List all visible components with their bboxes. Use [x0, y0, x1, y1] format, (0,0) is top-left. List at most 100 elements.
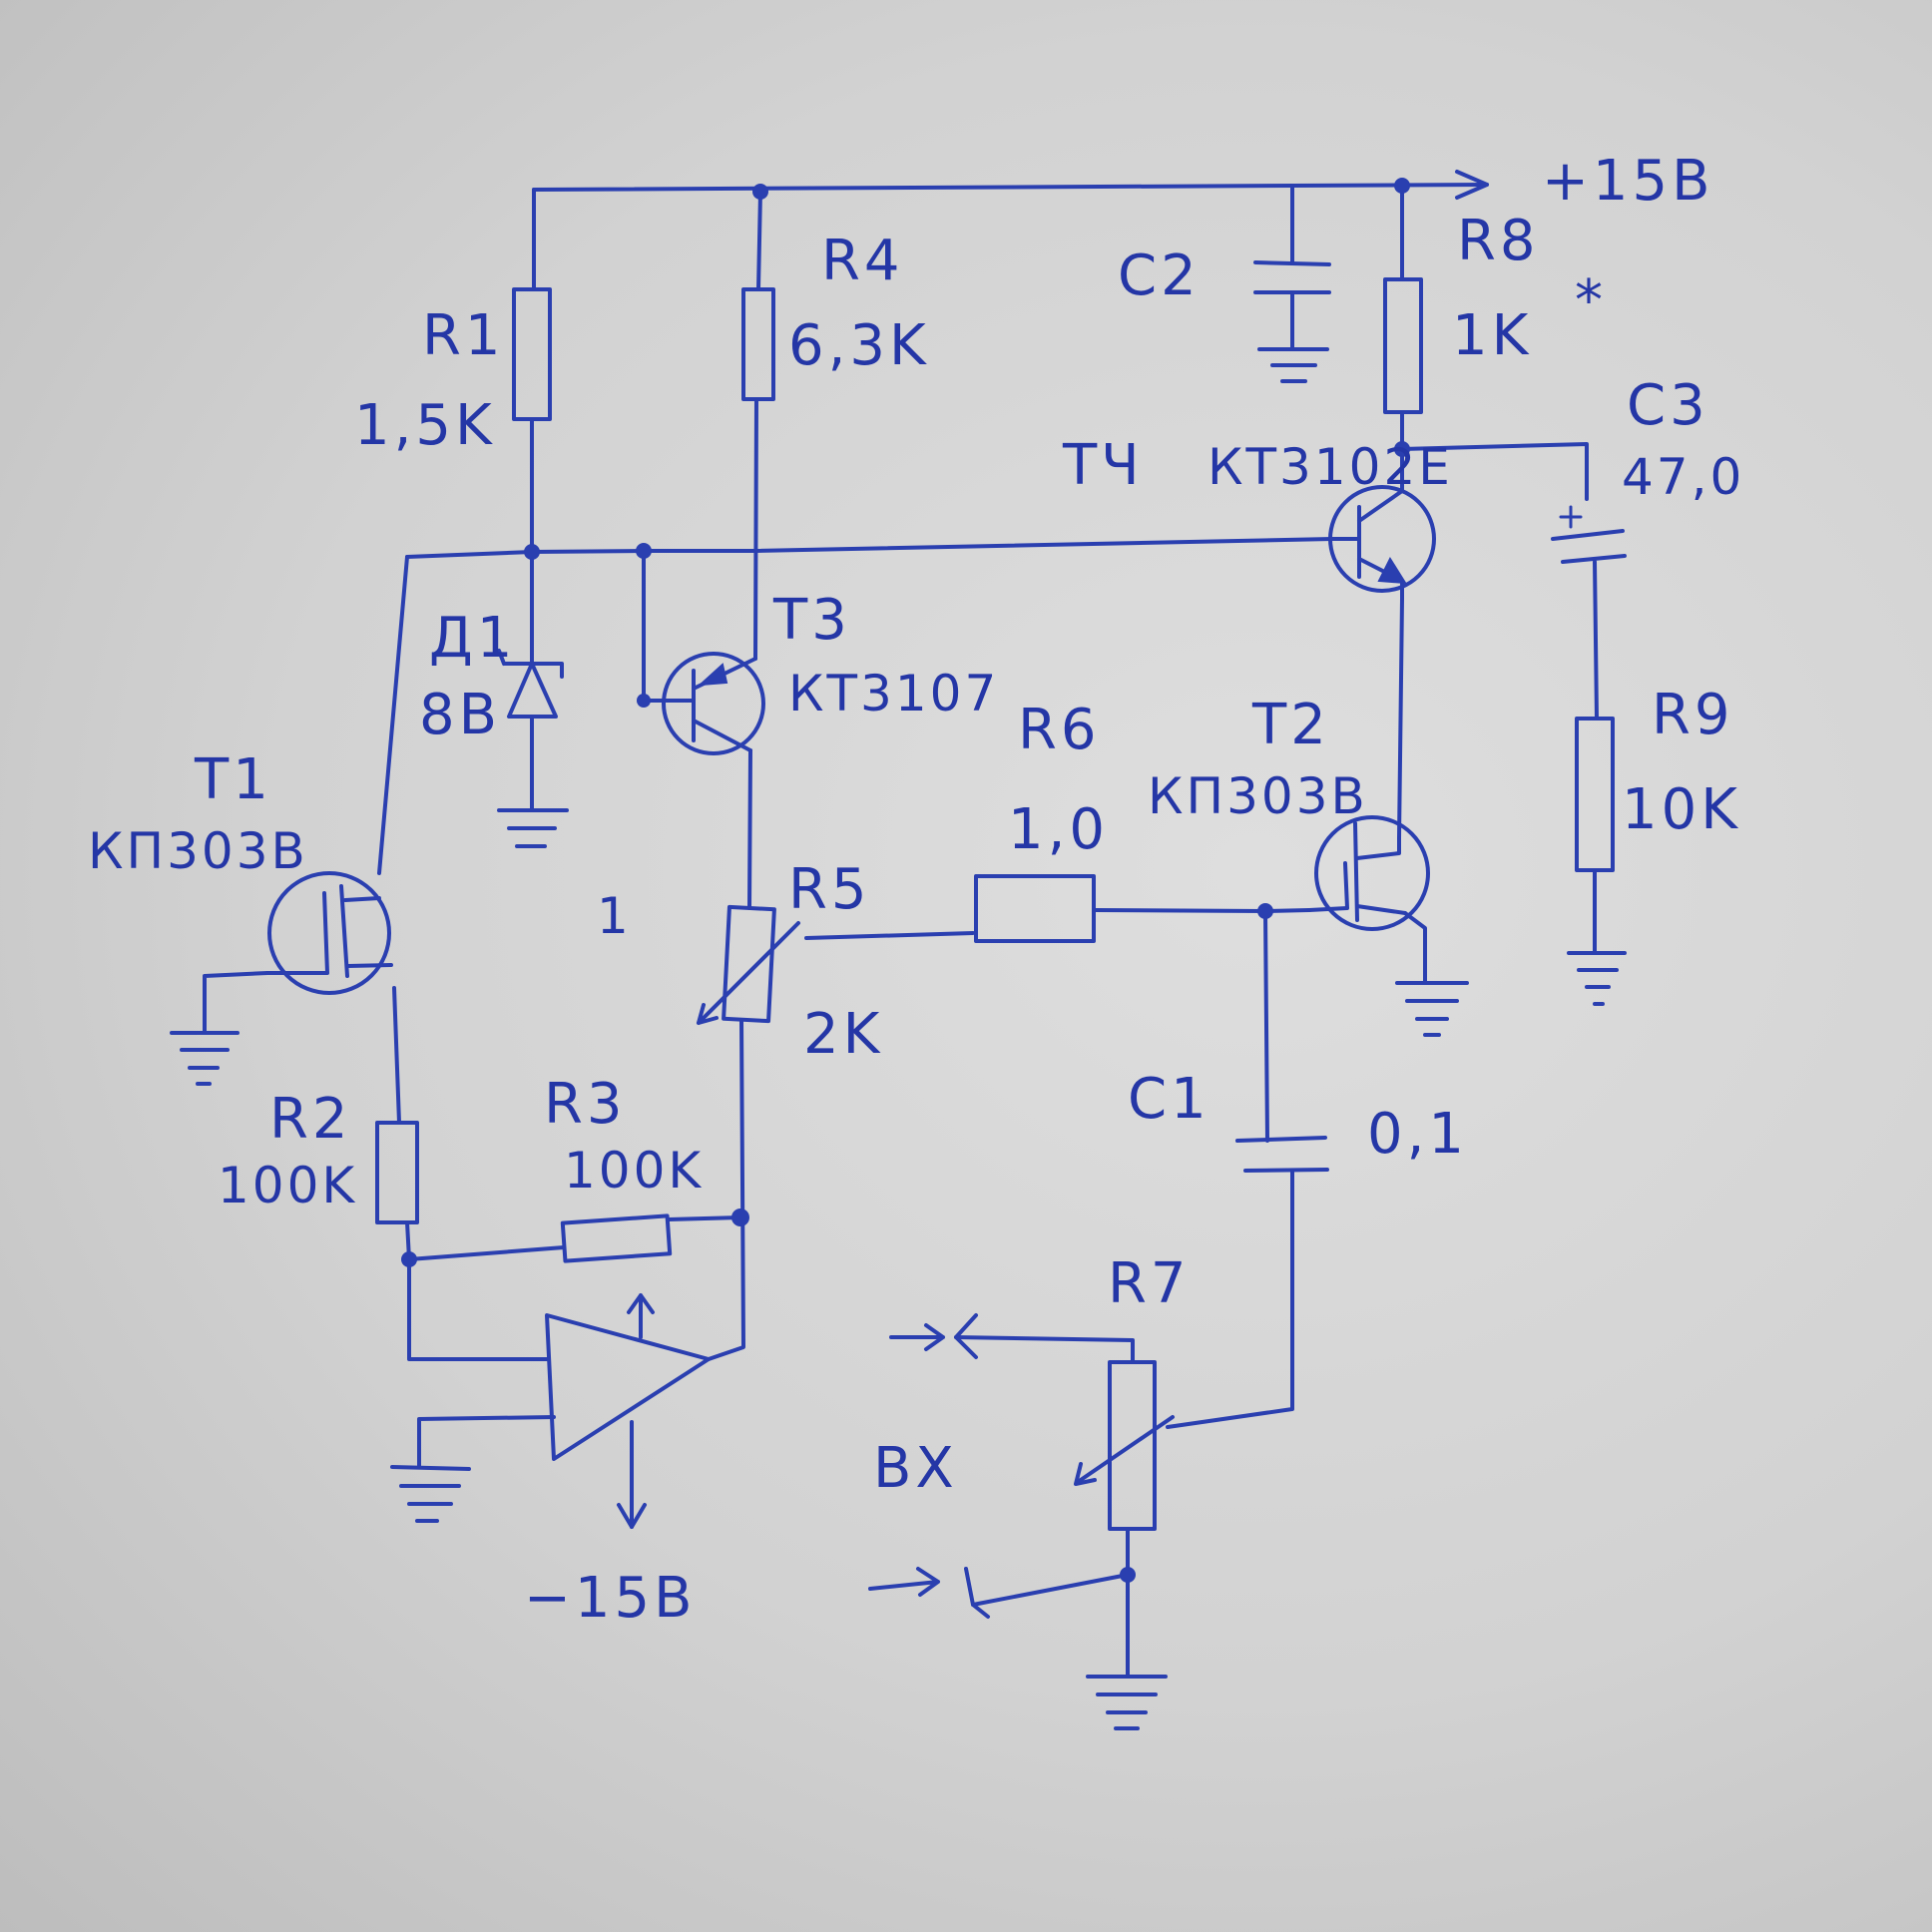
d1-value: 8В [419, 683, 501, 747]
wire-base-line [405, 537, 1334, 559]
r5-wiper-arrow [697, 921, 800, 1025]
r9-ref: R9 [1652, 683, 1734, 747]
transistor-t1 [265, 871, 393, 995]
resistor-r5 [722, 904, 776, 1024]
resistor-r6 [974, 874, 1096, 943]
t2-ref: T2 [1251, 693, 1330, 757]
supply-minus-label: −15В [524, 1566, 697, 1631]
c3-ref: C3 [1627, 373, 1709, 438]
t1-ref: T1 [194, 747, 272, 812]
transistor-t2 [1307, 815, 1430, 931]
r5-wiper-head [697, 1003, 719, 1025]
junction-dot [401, 1251, 417, 1267]
ground-icon [1395, 981, 1469, 1037]
t1-part: КП303В [88, 822, 308, 880]
r2-ref: R2 [269, 1087, 352, 1152]
t1-drain-lead [343, 896, 381, 902]
t2-drain-lead [1355, 836, 1401, 860]
r7-wiper-head [1074, 1462, 1097, 1486]
r6-value: 1,0 [1008, 797, 1109, 862]
resistor-r2 [375, 1121, 419, 1224]
rail-arrow [1455, 170, 1489, 200]
t3-emitter-arrow [698, 663, 728, 687]
resistor-r1 [512, 287, 552, 421]
input-label: ВХ [873, 1436, 958, 1501]
wire-opamp-inv [407, 1257, 549, 1361]
wire-t3-base [642, 549, 669, 703]
c1-value: 0,1 [1367, 1102, 1468, 1167]
resistor-r8 [1383, 277, 1423, 414]
r8-mark: * [1575, 268, 1607, 333]
ground-icon [497, 808, 569, 848]
transistor-t3 [662, 652, 765, 755]
r8-value: 1K [1452, 303, 1532, 368]
r9-value: 10K [1622, 777, 1741, 842]
t4-collector [1357, 447, 1404, 523]
r4-ref: R4 [821, 229, 904, 293]
transistor-t4 [1328, 447, 1436, 601]
input-jack-icon [964, 1567, 990, 1619]
r7-wiper-arrow [1076, 1415, 1175, 1484]
junction-dot [1257, 903, 1273, 919]
jfet-icon [267, 871, 391, 995]
ground-icon [1086, 1675, 1168, 1730]
capacitor-c2 [1253, 260, 1331, 294]
input-arrow-icon [868, 1567, 940, 1597]
resistor-r9 [1575, 717, 1615, 872]
junction-dot [731, 1208, 749, 1226]
input-jack-icon [954, 1313, 978, 1359]
ground-icon [1257, 347, 1329, 383]
wire-r5-r6 [804, 931, 975, 940]
bjt-pnp-icon [662, 652, 765, 755]
wire-t2-t4 [1397, 597, 1404, 840]
t1-channel [339, 884, 349, 978]
r3-value: 100K [564, 1142, 704, 1200]
wire-c3-r9 [1593, 560, 1599, 721]
r6-ref: R6 [1018, 698, 1101, 762]
wire-t4c-c3 [1400, 442, 1589, 501]
opamp-top-arrow [627, 1293, 655, 1339]
wire-opamp-noninv [417, 1415, 556, 1469]
ground-icon [1567, 951, 1627, 1006]
r7-ref: R7 [1108, 1251, 1191, 1316]
wire-r3-right [667, 1215, 742, 1221]
capacitor-c3 [1551, 529, 1627, 564]
t2-channel [1353, 821, 1359, 922]
junction-dot [524, 544, 540, 560]
r8-ref: R8 [1457, 209, 1540, 273]
t4-emitter-arrow [1377, 556, 1407, 585]
wire-t1-r2 [392, 986, 401, 1125]
resistor-r4 [741, 287, 775, 401]
d1-ref: Д1 [429, 606, 516, 671]
resistors [375, 277, 1615, 1531]
c2-ref: C2 [1118, 243, 1201, 308]
labels: +15В −15В ВХ 1 R1 1,5K R4 6,3K C2 R8 1K … [88, 149, 1744, 1631]
resistor-r3 [560, 1213, 673, 1263]
opamp-icon [545, 1313, 711, 1461]
wire-opamp-neg-arrow [617, 1503, 647, 1529]
wire-r5-out [707, 1018, 745, 1361]
c3-plus-mark [1559, 505, 1583, 529]
wire-t1-drain [377, 555, 409, 875]
capacitors [1235, 260, 1627, 1173]
junction-dot [1394, 178, 1410, 194]
c1-ref: C1 [1128, 1067, 1210, 1132]
r1-ref: R1 [422, 303, 505, 368]
wire-node-c1 [1263, 909, 1269, 1143]
zener-icon [507, 662, 558, 719]
r5-value: 2K [803, 1002, 883, 1067]
opamp [545, 1293, 711, 1461]
wire-t1-gate [203, 971, 269, 1035]
c3-value: 47,0 [1622, 448, 1744, 506]
r4-value: 6,3K [788, 313, 930, 378]
node-mark: 1 [597, 887, 632, 945]
wire-c1-r7 [1166, 1169, 1294, 1429]
zener-bar [497, 649, 564, 679]
supply-plus-label: +15В [1542, 149, 1714, 214]
junction-dot [636, 543, 652, 559]
grounds [170, 347, 1627, 1730]
wire-r4-bottom [753, 397, 758, 661]
r5-ref: R5 [788, 857, 871, 922]
wire-input-bottom [971, 1573, 1130, 1607]
